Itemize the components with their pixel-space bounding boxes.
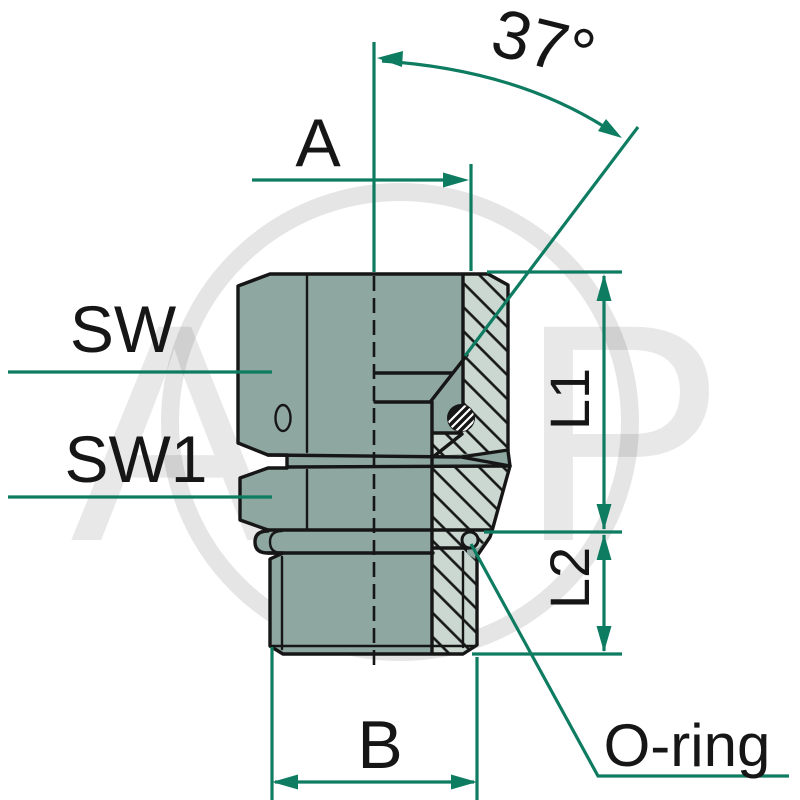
oring-label: O-ring bbox=[604, 712, 771, 779]
oring-leader-line bbox=[469, 543, 789, 778]
b-extension-lines bbox=[270, 647, 479, 800]
oring-seal bbox=[460, 530, 480, 550]
nut-bottom-edge bbox=[266, 453, 461, 459]
l1-arrow-top bbox=[596, 274, 612, 301]
fitting-linework bbox=[236, 272, 512, 656]
angle-arrow-left bbox=[377, 51, 403, 67]
body-hex-hatch bbox=[433, 466, 510, 531]
b-arrow-right bbox=[451, 774, 477, 790]
hex-top-edge bbox=[285, 464, 512, 469]
leader-oring: O-ring bbox=[469, 543, 789, 779]
leader-sw1: SW1 bbox=[8, 422, 272, 499]
bore-step-lines bbox=[373, 371, 454, 404]
nut-marking bbox=[274, 403, 292, 433]
angle-arrow-right bbox=[598, 119, 622, 138]
a-arrow bbox=[443, 172, 469, 188]
thread-root-lines bbox=[280, 550, 465, 651]
dimension-a: A bbox=[252, 105, 473, 271]
l2-arrow-top bbox=[596, 534, 612, 560]
sw-label: SW bbox=[70, 292, 177, 366]
outer-contour bbox=[236, 272, 512, 656]
angle-arc bbox=[381, 59, 615, 135]
dimension-l1: L1 bbox=[484, 270, 622, 534]
angle-label: 37° bbox=[484, 0, 602, 93]
b-arrow-left bbox=[272, 774, 298, 790]
dimension-b: B bbox=[270, 647, 479, 800]
l1-label: L1 bbox=[538, 368, 601, 430]
sw1-label: SW1 bbox=[64, 422, 207, 496]
l2-label: L2 bbox=[538, 547, 601, 609]
flare-seat-face bbox=[429, 353, 469, 403]
seal-pocket-edges bbox=[431, 431, 464, 459]
l1-arrow-bottom bbox=[596, 504, 612, 530]
leader-sw: SW bbox=[8, 292, 272, 374]
collar-bottom-edge bbox=[266, 546, 470, 555]
stud-wall-hatch bbox=[433, 548, 477, 654]
angle-reference-line bbox=[463, 126, 640, 357]
dimension-l2: L2 bbox=[472, 534, 622, 656]
a-label: A bbox=[295, 105, 341, 181]
nut-wall-hatch bbox=[433, 274, 508, 456]
l2-arrow-bottom bbox=[596, 626, 612, 652]
thread-runout-notch bbox=[459, 448, 512, 468]
b-label: B bbox=[357, 707, 402, 783]
